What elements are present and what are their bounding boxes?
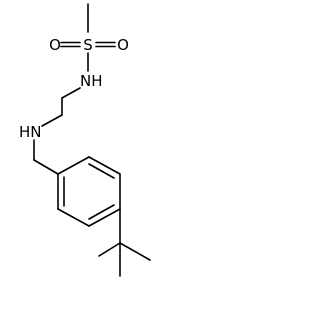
ring-inner-bond-2 xyxy=(88,204,115,220)
ring-bond-1 xyxy=(57,156,90,175)
ring-inner-bond-1 xyxy=(88,163,115,179)
bond-ch2-amine xyxy=(41,114,63,127)
bond-nitrogen-ch2 xyxy=(61,87,81,99)
atom-oxygen-left-label: O xyxy=(49,36,61,54)
ring-bond-4 xyxy=(88,208,121,227)
atom-oxygen-right-label: O xyxy=(117,36,129,54)
bond-tbutyl-methyl-left xyxy=(98,242,121,257)
atom-sulfur-label: S xyxy=(83,36,93,54)
chemical-structure: S O O NH HN xyxy=(19,3,151,277)
ring-bond-5 xyxy=(57,208,90,227)
ring-bond-2 xyxy=(88,156,121,175)
bond-benzyl-ring xyxy=(33,159,59,175)
atom-amine-nitrogen-label: HN xyxy=(19,123,42,141)
bond-tbutyl-methyl-right xyxy=(119,242,151,261)
atom-sulfonamide-nitrogen-label: NH xyxy=(80,72,103,90)
